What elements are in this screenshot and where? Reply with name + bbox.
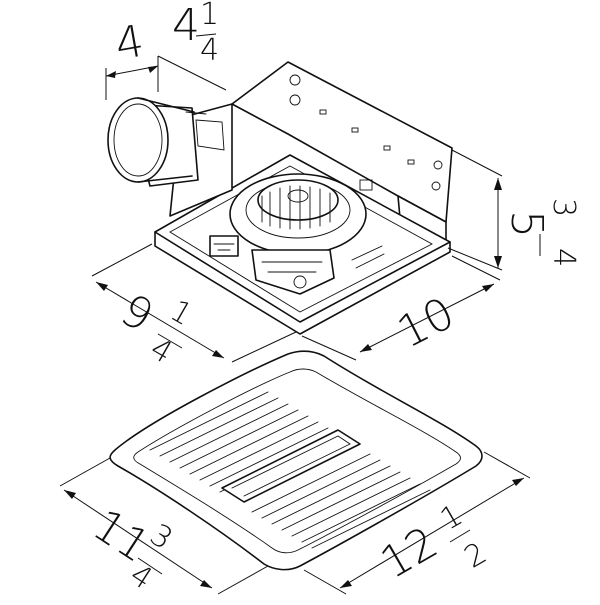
dimension-numerator: 3: [546, 198, 581, 217]
grille-vent-right: [251, 453, 431, 549]
dimension-denominator: 2: [459, 536, 493, 576]
dimension-value: 10: [390, 288, 463, 359]
dimension-value: 9: [112, 284, 162, 342]
grille: [109, 350, 483, 571]
wiring-box: [209, 235, 239, 257]
duct-opening: [107, 97, 169, 183]
dimension-value: 5: [501, 210, 552, 238]
dimension-denominator: 4: [144, 331, 178, 371]
duct-connector: [107, 97, 225, 187]
dimension-numerator: 1: [435, 498, 469, 538]
dimension-numerator: 1: [164, 293, 198, 333]
fan-housing: [154, 61, 453, 335]
dimension-duct-height: 4 1 4: [157, 0, 227, 91]
dimension-duct-depth: 4: [105, 16, 159, 100]
dimension-housing-height: 5 3 4: [447, 149, 581, 271]
blower-wheel: [257, 179, 339, 230]
dimension-denominator: 4: [200, 33, 219, 68]
mounting-hole: [289, 74, 301, 86]
dimension-value: 4: [172, 0, 200, 51]
dimension-numerator: 1: [200, 0, 219, 32]
dimension-value: 12: [372, 517, 446, 589]
dimension-denominator: 4: [546, 248, 581, 267]
dimension-value: 4: [111, 16, 147, 71]
light-lens: [221, 429, 361, 503]
